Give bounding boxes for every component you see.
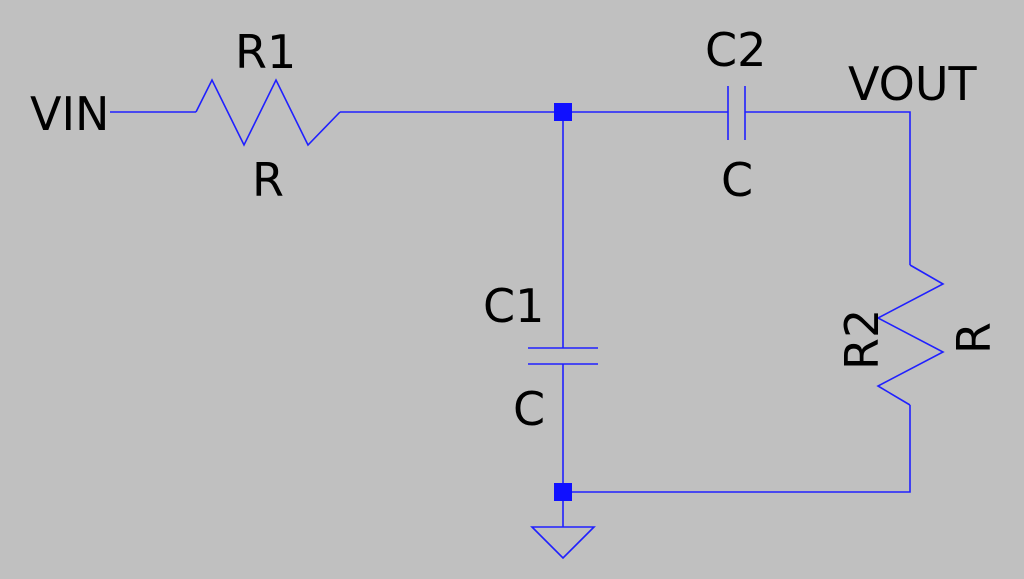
- r2-name-label: R2: [835, 309, 889, 370]
- vin-label: VIN: [30, 87, 109, 141]
- r2-value-label: R: [947, 322, 1001, 354]
- vout-wire: [745, 111, 911, 265]
- vout-label: VOUT: [848, 57, 978, 111]
- r1-value-label: R: [252, 153, 284, 207]
- bottom-wire: [563, 405, 911, 493]
- c2-value-label: C: [721, 153, 753, 207]
- c2-name-label: C2: [705, 23, 766, 77]
- r1-name-label: R1: [235, 25, 296, 79]
- c1-value-label: C: [513, 382, 545, 436]
- junction-top[interactable]: [554, 103, 572, 121]
- ground-icon: [530, 526, 596, 560]
- junction-ground[interactable]: [554, 483, 572, 501]
- r2-resistor[interactable]: [876, 264, 945, 406]
- r1-resistor[interactable]: [195, 78, 341, 147]
- c1-name-label: C1: [483, 279, 544, 333]
